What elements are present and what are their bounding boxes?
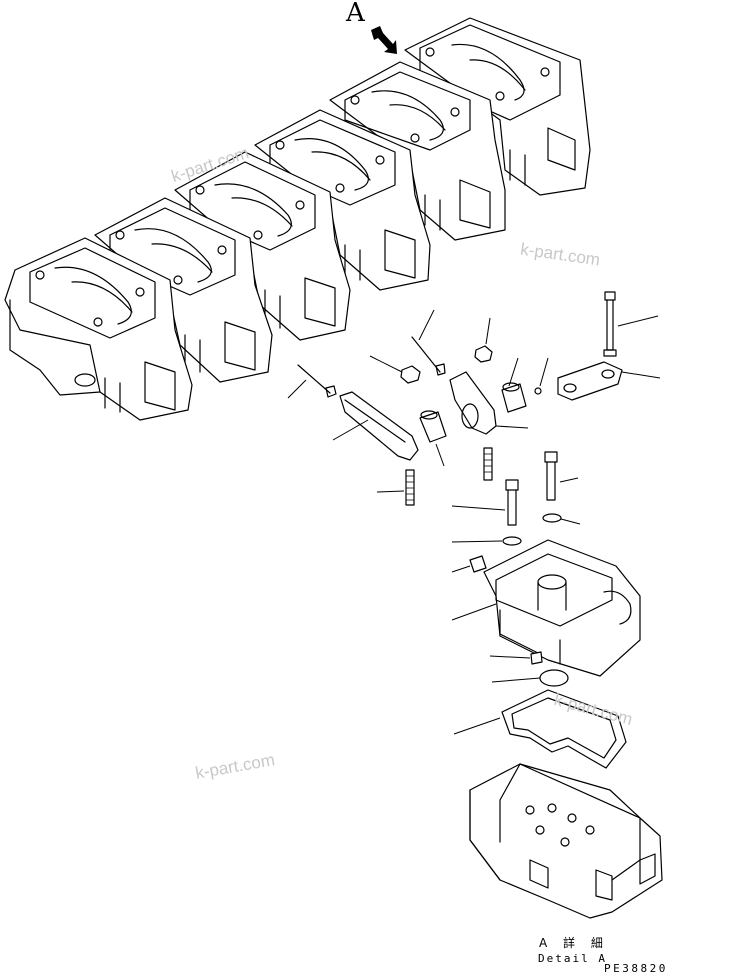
bolt-mid-right <box>544 451 579 501</box>
adjusting-screw-left <box>287 364 337 399</box>
rocker-bushing-right <box>501 357 527 413</box>
o-ring <box>491 669 569 687</box>
gasket <box>453 689 627 769</box>
small-plug <box>489 651 543 665</box>
long-bolt-top <box>603 291 659 357</box>
drawing-number: PE38820 <box>604 962 668 975</box>
rocker-shaft-bracket <box>557 361 661 401</box>
valve-adjust-screw-left <box>376 469 415 506</box>
detail-caption-en: Detail A <box>538 952 607 965</box>
plug-bolt <box>451 555 487 573</box>
valve-adjust-screw-right <box>483 447 493 481</box>
adjusting-screw-right <box>411 309 446 376</box>
rocker-arm-left <box>332 391 419 461</box>
washer-mid-left <box>451 536 522 546</box>
rocker-arm-right <box>449 371 529 435</box>
cylinder-head-1 <box>4 237 193 421</box>
small-pin <box>534 357 549 395</box>
cylinder-head-4 <box>254 109 431 291</box>
locknut-right <box>474 317 493 363</box>
cylinder-head-2 <box>94 197 273 383</box>
cylinder-head-5 <box>329 61 506 241</box>
detail-caption-jp: A 詳 細 <box>539 936 609 950</box>
bolt-mid-left <box>451 479 519 526</box>
cylinder-head-row <box>4 17 591 421</box>
rocker-housing <box>451 539 641 677</box>
cylinder-head-detail <box>469 763 663 919</box>
locknut-left <box>369 355 421 384</box>
washer-mid-right <box>542 513 581 525</box>
rocker-bushing-left <box>419 410 447 467</box>
view-arrow <box>371 26 397 54</box>
view-marker-label: A <box>346 0 365 28</box>
